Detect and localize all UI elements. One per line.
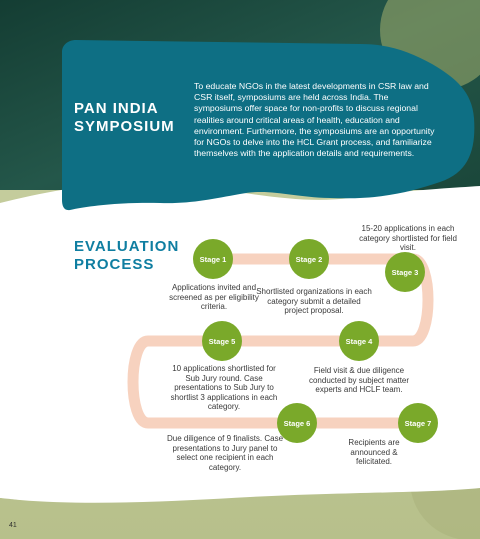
stage-4-badge: Stage 4: [339, 321, 379, 361]
stage-5-badge: Stage 5: [202, 321, 242, 361]
stage-4-description: Field visit & due diligence conducted by…: [308, 366, 410, 395]
stage-7-badge: Stage 7: [398, 403, 438, 443]
stage-6-badge: Stage 6: [277, 403, 317, 443]
page-number: 41: [9, 522, 17, 529]
evaluation-title: EVALUATION PROCESS: [74, 238, 180, 273]
stage-1-badge: Stage 1: [193, 239, 233, 279]
stage-3-badge: Stage 3: [385, 252, 425, 292]
symposium-title: PAN INDIA SYMPOSIUM: [74, 100, 175, 135]
stage-3-description: 15-20 applications in each category shor…: [359, 224, 457, 253]
stage-5-description: 10 applications shortlisted for Sub Jury…: [170, 364, 278, 412]
stage-2-description: Shortlisted organizations in each catego…: [256, 287, 372, 316]
teal-panel: [62, 40, 475, 211]
stage-6-description: Due diligence of 9 finalists. Case prese…: [166, 434, 284, 472]
stage-2-badge: Stage 2: [289, 239, 329, 279]
stage-1-description: Applications invited and screened as per…: [169, 283, 259, 312]
stage-7-description: Recipients are announced & felicitated.: [348, 438, 400, 467]
symposium-description: To educate NGOs in the latest developmen…: [194, 81, 435, 159]
